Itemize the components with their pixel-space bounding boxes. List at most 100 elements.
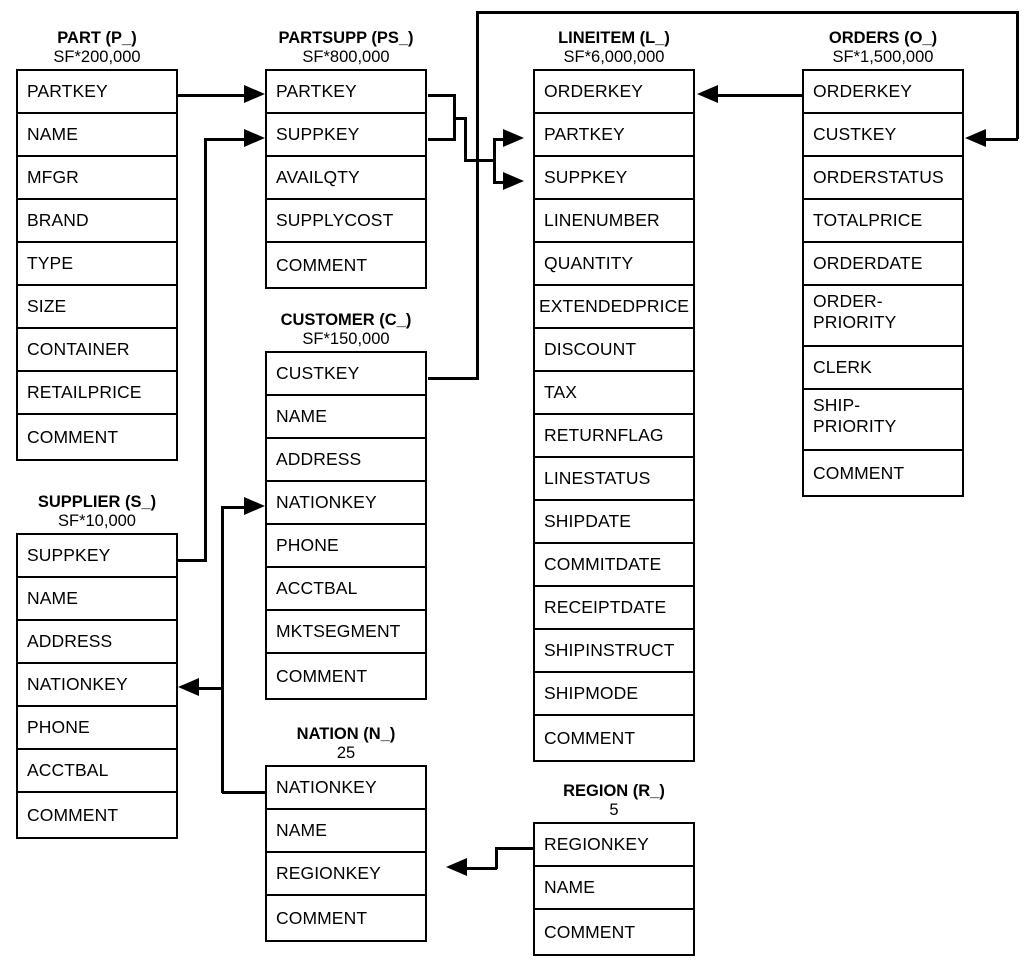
table-part: PART (P_) SF*200,000 PARTKEY NAME MFGR B… <box>16 28 178 461</box>
table-part-title: PART (P_) <box>57 29 137 47</box>
field-lineitem-14: SHIPMODE <box>535 673 693 716</box>
field-orders-7: SHIP- PRIORITY <box>804 390 962 451</box>
field-supplier-3: NATIONKEY <box>18 664 176 707</box>
table-customer-box: CUSTKEY NAME ADDRESS NATIONKEY PHONE ACC… <box>265 351 427 700</box>
field-lineitem-10: SHIPDATE <box>535 501 693 544</box>
connector-supplier-partsupp-seg-h2 <box>204 138 246 141</box>
connector-partsupp-lineitem-split-h-bottom <box>493 181 505 184</box>
connector-partsupp-lineitem-run-h <box>464 159 496 162</box>
table-partsupp-cardinality: SF*800,000 <box>302 48 390 66</box>
connector-customer-orders-seg-h-top <box>476 11 1019 14</box>
connector-nation-supplier-seg-h <box>199 687 223 690</box>
field-nation-2: REGIONKEY <box>267 853 425 896</box>
field-customer-5: ACCTBAL <box>267 568 425 611</box>
connector-orders-lineitem-line <box>715 94 803 97</box>
field-supplier-5: ACCTBAL <box>18 750 176 793</box>
field-customer-2: ADDRESS <box>267 439 425 482</box>
table-part-box: PARTKEY NAME MFGR BRAND TYPE SIZE CONTAI… <box>16 69 178 461</box>
field-part-3: BRAND <box>18 200 176 243</box>
field-supplier-2: ADDRESS <box>18 621 176 664</box>
field-nation-0: NATIONKEY <box>267 767 425 810</box>
field-orders-7-line2: PRIORITY <box>813 416 897 436</box>
field-customer-1: NAME <box>267 396 425 439</box>
table-supplier-cardinality: SF*10,000 <box>58 512 136 530</box>
connector-partsupp-lineitem-split-h-top <box>493 138 505 141</box>
table-supplier-title: SUPPLIER (S_) <box>37 493 157 511</box>
table-region-cardinality: 5 <box>609 801 619 819</box>
table-lineitem: LINEITEM (L_) SF*6,000,000 ORDERKEY PART… <box>533 28 695 762</box>
field-customer-7: COMMENT <box>276 665 368 686</box>
connector-region-nation-seg-v <box>495 847 498 869</box>
table-customer-title: CUSTOMER (C_) <box>280 311 412 329</box>
table-supplier: SUPPLIER (S_) SF*10,000 SUPPKEY NAME ADD… <box>16 492 178 839</box>
table-lineitem-cardinality: SF*6,000,000 <box>563 48 665 66</box>
field-nation-1: NAME <box>267 810 425 853</box>
field-supplier-0: SUPPKEY <box>18 535 176 578</box>
field-partsupp-1: SUPPKEY <box>267 114 425 157</box>
field-part-1: NAME <box>18 114 176 157</box>
connector-nation-supplier-arrowhead <box>178 678 199 696</box>
field-part-8: COMMENT <box>27 426 119 447</box>
field-customer-4: PHONE <box>267 525 425 568</box>
table-customer: CUSTOMER (C_) SF*150,000 CUSTKEY NAME AD… <box>265 310 427 700</box>
field-part-7: RETAILPRICE <box>18 372 176 415</box>
connector-partsupp-lineitem-tap-partkey <box>428 94 456 97</box>
field-customer-0: CUSTKEY <box>267 353 425 396</box>
field-partsupp-2: AVAILQTY <box>267 157 425 200</box>
connector-nation-seg-h-source <box>222 791 267 794</box>
field-orders-4: ORDERDATE <box>804 243 962 286</box>
field-orders-8: COMMENT <box>813 462 905 483</box>
connector-nation-seg-v <box>221 506 224 793</box>
table-nation-title: NATION (N_) <box>296 725 396 743</box>
field-region-1: NAME <box>535 867 693 910</box>
connector-orders-lineitem-arrowhead <box>697 85 718 103</box>
field-lineitem-5: EXTENDEDPRICE <box>535 286 693 329</box>
table-lineitem-box: ORDERKEY PARTKEY SUPPKEY LINENUMBER QUAN… <box>533 69 695 762</box>
connector-supplier-partsupp-arrowhead <box>244 129 265 147</box>
table-region: REGION (R_) 5 REGIONKEY NAME COMMENT <box>533 781 695 956</box>
field-lineitem-1: PARTKEY <box>535 114 693 157</box>
table-customer-cardinality: SF*150,000 <box>302 330 390 348</box>
field-region-2: COMMENT <box>544 921 636 942</box>
field-orders-1: CUSTKEY <box>804 114 962 157</box>
connector-region-nation-seg-h-target <box>467 867 497 870</box>
field-region-0: REGIONKEY <box>535 824 693 867</box>
connector-supplier-partsupp-seg-h1 <box>178 559 207 562</box>
field-part-6: CONTAINER <box>18 329 176 372</box>
field-lineitem-2: SUPPKEY <box>535 157 693 200</box>
field-nation-3: COMMENT <box>276 907 368 928</box>
field-lineitem-0: ORDERKEY <box>535 71 693 114</box>
field-orders-7-line1: SHIP- <box>813 395 861 415</box>
connector-region-nation-seg-h-source <box>497 847 533 850</box>
table-region-title: REGION (R_) <box>563 782 665 800</box>
field-partsupp-0: PARTKEY <box>267 71 425 114</box>
field-lineitem-4: QUANTITY <box>535 243 693 286</box>
field-lineitem-9: LINESTATUS <box>535 458 693 501</box>
field-partsupp-4: COMMENT <box>276 254 368 275</box>
field-part-2: MFGR <box>18 157 176 200</box>
connector-region-nation-arrowhead <box>446 858 467 876</box>
field-supplier-4: PHONE <box>18 707 176 750</box>
field-lineitem-12: RECEIPTDATE <box>535 587 693 630</box>
connector-nation-customer-arrowhead <box>244 497 265 515</box>
field-orders-6: CLERK <box>804 347 962 390</box>
field-lineitem-3: LINENUMBER <box>535 200 693 243</box>
table-partsupp-box: PARTKEY SUPPKEY AVAILQTY SUPPLYCOST COMM… <box>265 69 427 289</box>
field-customer-3: NATIONKEY <box>267 482 425 525</box>
table-orders-title: ORDERS (O_) <box>828 29 938 47</box>
connector-customer-orders-seg-h1 <box>428 377 479 380</box>
table-nation-box: NATIONKEY NAME REGIONKEY COMMENT <box>265 765 427 942</box>
field-part-0: PARTKEY <box>18 71 176 114</box>
connector-customer-orders-arrowhead <box>965 129 986 147</box>
table-region-box: REGIONKEY NAME COMMENT <box>533 822 695 956</box>
field-customer-6: MKTSEGMENT <box>267 611 425 654</box>
field-partsupp-3: SUPPLYCOST <box>267 200 425 243</box>
table-orders: ORDERS (O_) SF*1,500,000 ORDERKEY CUSTKE… <box>802 28 964 497</box>
connector-supplier-partsupp-seg-v <box>204 138 207 561</box>
connector-part-partsupp-line <box>178 94 246 97</box>
field-lineitem-11: COMMITDATE <box>535 544 693 587</box>
table-part-cardinality: SF*200,000 <box>53 48 141 66</box>
field-orders-5-line1: ORDER- <box>813 291 883 311</box>
field-part-4: TYPE <box>18 243 176 286</box>
